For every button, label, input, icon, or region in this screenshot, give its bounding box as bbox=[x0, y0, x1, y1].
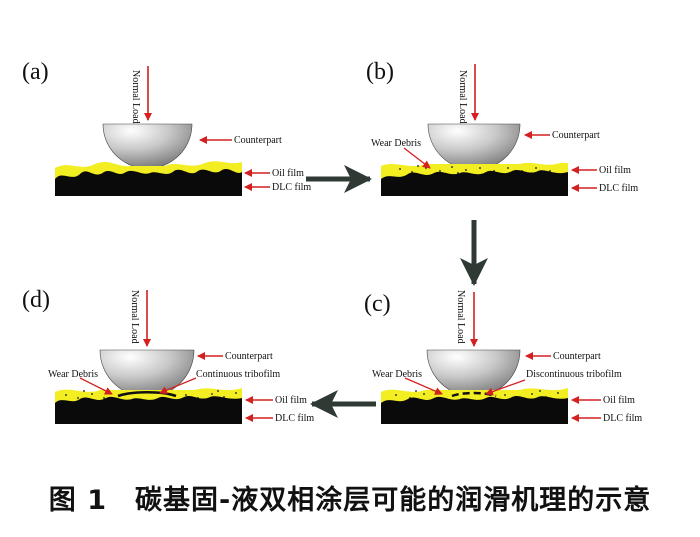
panel-d-dlc-film bbox=[55, 395, 242, 424]
panel-d-oil-label: Oil film bbox=[275, 395, 307, 406]
panel-a-dlc-label: DLC film bbox=[272, 182, 311, 193]
panel-c: (c) Normal Load Wear Debris Discontinuou… bbox=[364, 290, 642, 424]
panel-d-dlc-label: DLC film bbox=[275, 413, 314, 424]
panel-a-label: (a) bbox=[22, 59, 49, 85]
panel-d-debris-label: Wear Debris bbox=[48, 369, 98, 380]
panel-c-tribofilm-label: Discontinuous tribofilm bbox=[526, 369, 622, 380]
panel-a-counterpart-label: Counterpart bbox=[234, 135, 282, 146]
panel-d-counterpart-ball bbox=[99, 349, 195, 398]
panel-b-counterpart-label: Counterpart bbox=[552, 130, 600, 141]
panel-c-load-label: Normal Load bbox=[455, 290, 466, 344]
panel-b-counterpart-ball bbox=[427, 123, 521, 171]
panel-c-tribofilm bbox=[451, 391, 497, 398]
panel-d-counterpart-label: Counterpart bbox=[225, 351, 273, 362]
panel-b-dlc-film bbox=[381, 169, 568, 196]
panel-c-oil-label: Oil film bbox=[603, 395, 635, 406]
panel-b-oil-label: Oil film bbox=[599, 165, 631, 176]
panel-a: (a) Normal Load Counterpart Oil film DLC… bbox=[22, 59, 311, 196]
panel-c-debris-label: Wear Debris bbox=[372, 369, 422, 380]
panel-a-load-label: Normal Load bbox=[130, 70, 141, 124]
panel-b-dlc-label: DLC film bbox=[599, 183, 638, 194]
panel-d-label: (d) bbox=[22, 287, 50, 313]
panel-a-dlc-film bbox=[55, 169, 242, 196]
panel-d-load-label: Normal Load bbox=[129, 290, 140, 344]
panel-c-counterpart-label: Counterpart bbox=[553, 351, 601, 362]
panel-c-dlc-film bbox=[381, 395, 568, 424]
panel-c-label: (c) bbox=[364, 291, 391, 317]
panel-d: (d) Normal Load Wear Debris Continuous t… bbox=[22, 287, 314, 424]
panel-b-debris-label: Wear Debris bbox=[371, 138, 421, 149]
panel-c-dlc-label: DLC film bbox=[603, 413, 642, 424]
panel-b-load-label: Normal Load bbox=[457, 70, 468, 124]
panel-b-label: (b) bbox=[366, 59, 394, 85]
panel-a-counterpart-ball bbox=[102, 123, 193, 169]
panel-d-tribofilm bbox=[117, 390, 177, 398]
panel-d-tribofilm-label: Continuous tribofilm bbox=[196, 369, 280, 380]
panel-a-oil-label: Oil film bbox=[272, 168, 304, 179]
figure-caption: 图 1 碳基固-液双相涂层可能的润滑机理的示意 bbox=[48, 485, 652, 516]
panel-b: (b) Normal Load Wear Debris Counterpart … bbox=[366, 59, 638, 196]
panel-c-counterpart-ball bbox=[426, 349, 521, 397]
